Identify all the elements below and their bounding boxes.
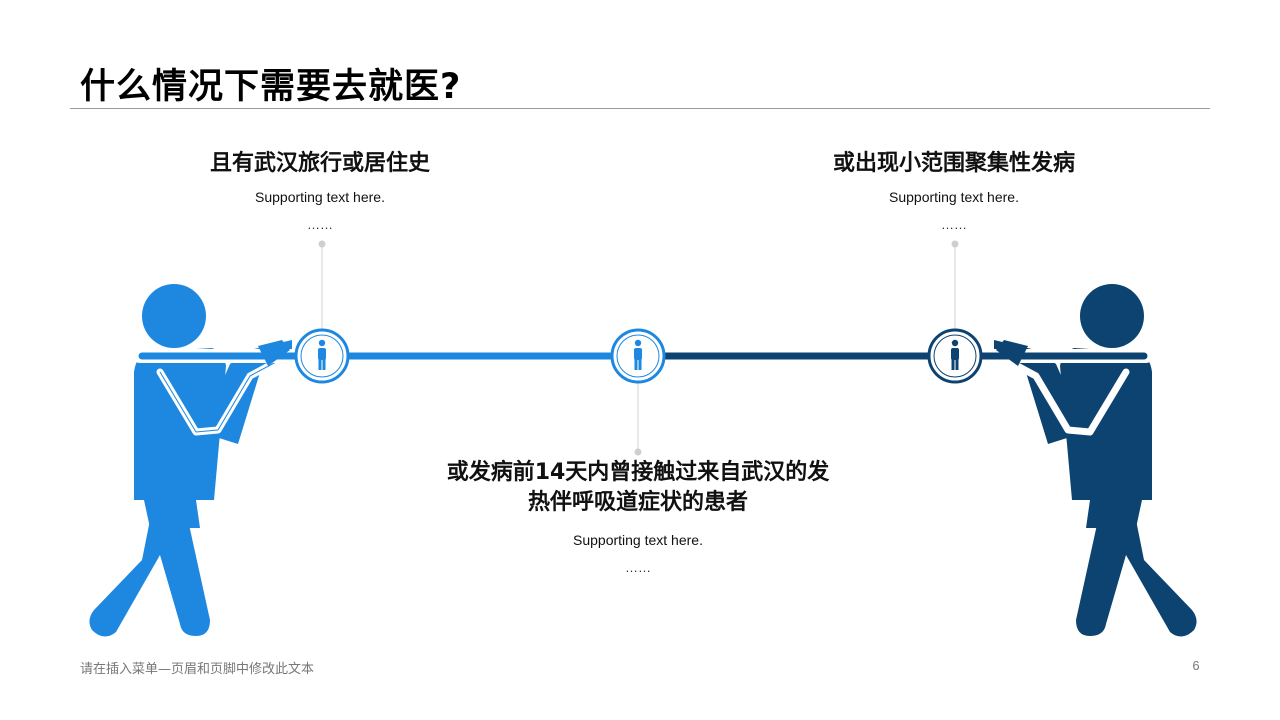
block-right-heading: 或出现小范围聚集性发病 (832, 151, 1075, 176)
marker-left (294, 328, 350, 384)
block-center-ellipsis: …… (625, 560, 651, 575)
right-figure-icon (994, 284, 1197, 637)
title-divider (70, 108, 1210, 109)
person-icon (951, 339, 959, 370)
block-left-support-text: Supporting text here. (255, 189, 385, 205)
block-center-heading: 或发病前14天内曾接触过来自武汉的发热伴呼吸道症状的患者 (446, 460, 830, 515)
footer-text: 请在插入菜单—页眉和页脚中修改此文本 (80, 662, 315, 677)
person-icon (634, 339, 642, 370)
marker-right (927, 328, 983, 384)
block-center-support-text: Supporting text here. (573, 532, 703, 548)
left-figure-icon (89, 284, 292, 637)
connector-dot-center (634, 448, 642, 456)
block-right-ellipsis: …… (941, 217, 967, 232)
connector-dot-left (318, 240, 326, 248)
page-title: 什么情况下需要去就医? (80, 67, 462, 107)
page-number: 6 (1192, 658, 1200, 673)
marker-center (610, 328, 666, 384)
connector-dot-right (951, 240, 959, 248)
block-left-heading: 且有武汉旅行或居住史 (209, 151, 430, 176)
person-icon (318, 339, 326, 370)
block-right-support-text: Supporting text here. (889, 189, 1019, 205)
block-left-ellipsis: …… (307, 217, 333, 232)
